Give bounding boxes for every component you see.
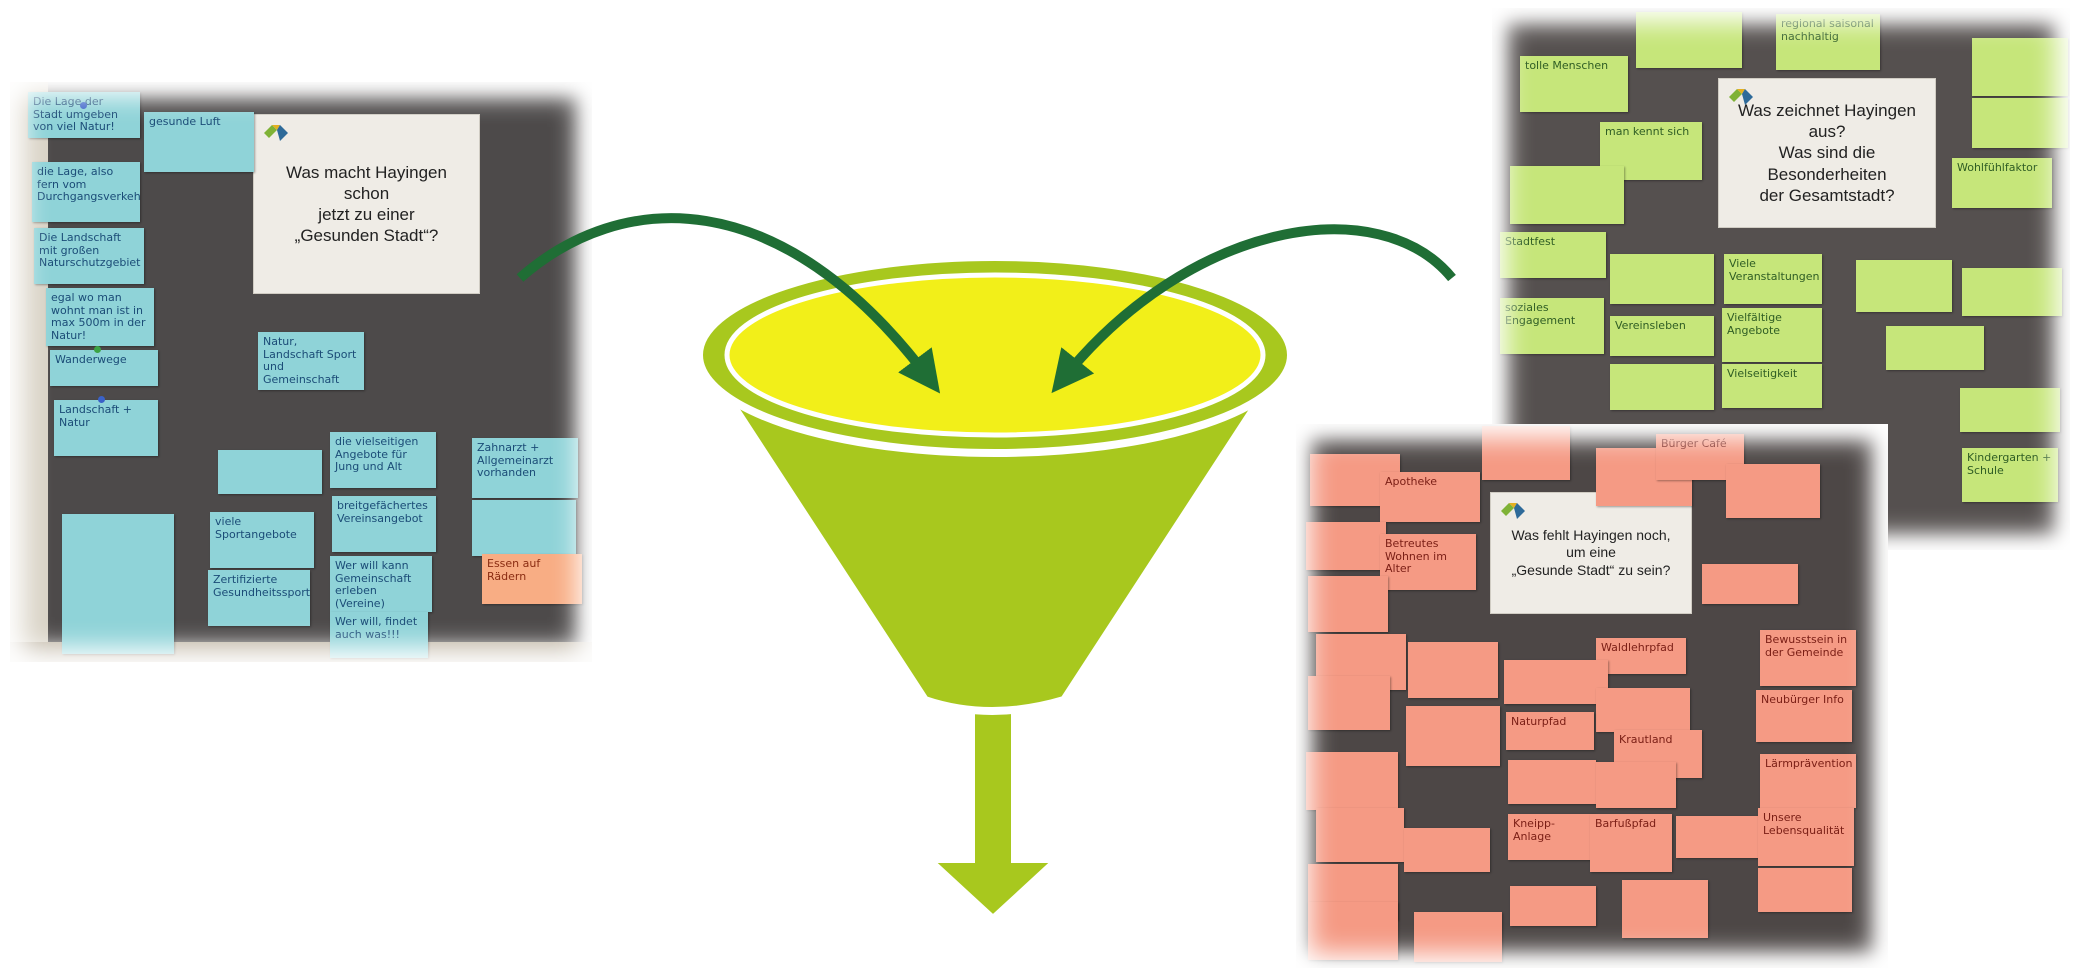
output-arrow (930, 700, 1056, 918)
funnel-icon (699, 257, 1291, 711)
